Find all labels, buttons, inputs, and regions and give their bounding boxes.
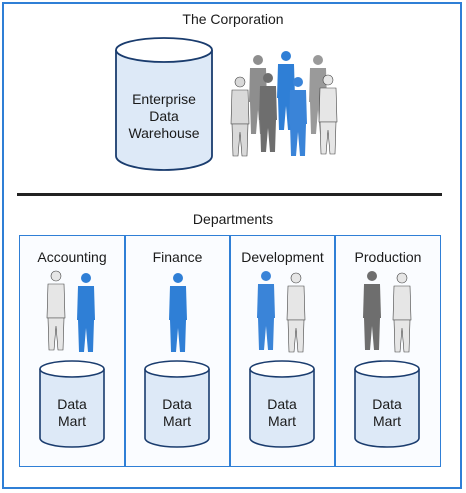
corporation-people-group — [230, 51, 338, 157]
accounting-data-mart-cylinder — [39, 360, 105, 448]
person-icon — [286, 272, 306, 353]
department-label-development: Development — [241, 249, 324, 265]
data-mart-line-1: Data — [162, 396, 192, 412]
enterprise-data-warehouse-cylinder — [115, 37, 213, 171]
person-icon — [392, 272, 412, 353]
finance-data-mart-cylinder — [144, 360, 210, 448]
warehouse-line-2: Data — [149, 108, 179, 124]
department-separator — [229, 235, 231, 467]
department-separator — [124, 235, 126, 467]
data-mart-line-1: Data — [57, 396, 87, 412]
departments-title: Departments — [192, 211, 274, 227]
person-icon — [77, 273, 95, 352]
person-icon — [363, 271, 381, 350]
production-people — [363, 271, 412, 353]
person-icon — [257, 271, 275, 350]
production-data-mart-cylinder — [354, 360, 420, 448]
person-icon — [230, 76, 250, 157]
person-icon — [169, 273, 187, 352]
accounting-people — [46, 270, 95, 352]
data-mart-line-1: Data — [372, 396, 402, 412]
department-label-production: Production — [354, 249, 422, 265]
development-data-mart-cylinder — [249, 360, 315, 448]
warehouse-line-1: Enterprise — [132, 91, 196, 107]
warehouse-line-3: Warehouse — [128, 125, 200, 141]
department-separator — [334, 235, 336, 467]
development-data-mart-label: Data Mart — [247, 396, 317, 430]
finance-people — [169, 273, 187, 352]
data-mart-line-1: Data — [267, 396, 297, 412]
accounting-data-mart-label: Data Mart — [37, 396, 107, 430]
production-data-mart-label: Data Mart — [352, 396, 422, 430]
department-label-finance: Finance — [152, 249, 203, 265]
data-mart-line-2: Mart — [373, 413, 401, 429]
finance-data-mart-label: Data Mart — [142, 396, 212, 430]
data-mart-line-2: Mart — [163, 413, 191, 429]
corporation-title: The Corporation — [182, 11, 284, 27]
section-divider — [17, 193, 442, 196]
data-mart-line-2: Mart — [58, 413, 86, 429]
person-icon — [46, 270, 66, 351]
development-people — [257, 271, 306, 353]
enterprise-data-warehouse-label: Enterprise Data Warehouse — [113, 91, 215, 142]
department-label-accounting: Accounting — [37, 249, 107, 265]
data-mart-line-2: Mart — [268, 413, 296, 429]
